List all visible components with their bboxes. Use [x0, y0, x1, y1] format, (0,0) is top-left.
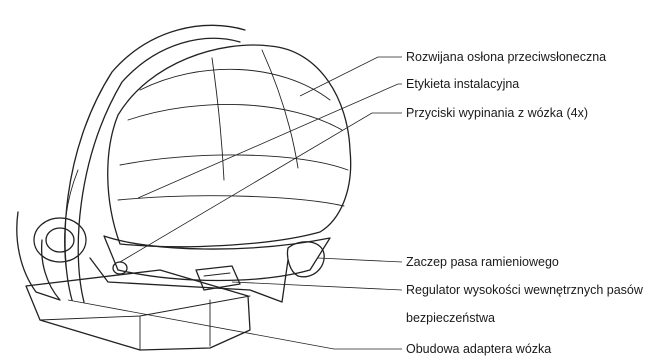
label-harness-adjuster: Regulator wysokości wewnętrznych pasów [406, 283, 644, 297]
leader-shoulder-belt-hook [318, 258, 402, 262]
label-sun-canopy: Rozwijana osłona przeciwsłoneczna [406, 50, 606, 64]
label-harness-adjuster-line2: bezpieczeństwa [406, 311, 495, 325]
leader-install-label [138, 84, 402, 198]
callout-labels: Rozwijana osłona przeciwsłoneczna Etykie… [406, 50, 644, 356]
label-release-buttons: Przyciski wypinania z wózka (4x) [406, 106, 588, 120]
leader-lines [68, 57, 402, 349]
label-adapter-housing: Obudowa adaptera wózka [406, 342, 551, 356]
leader-adapter-housing [68, 300, 402, 349]
leader-harness-adjuster [232, 282, 402, 290]
label-shoulder-belt-hook: Zaczep pasa ramieniowego [406, 255, 559, 269]
car-seat-illustration [17, 25, 351, 350]
label-install-label: Etykieta instalacyjna [406, 77, 519, 91]
